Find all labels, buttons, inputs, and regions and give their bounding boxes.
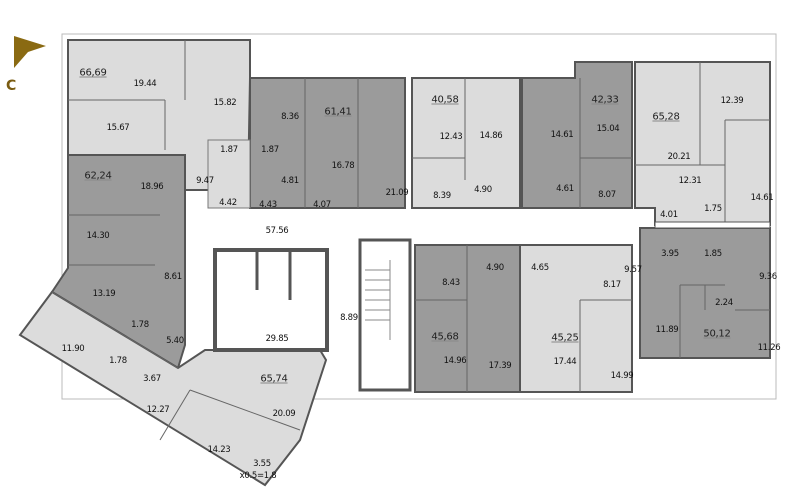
room-area: 19.44 xyxy=(133,79,157,89)
bath-light-66-69 xyxy=(207,139,251,209)
room-area: 14.86 xyxy=(479,131,503,141)
room-area: 11.90 xyxy=(61,344,85,354)
room-area: 14.61 xyxy=(550,130,574,140)
room-area: 8.36 xyxy=(281,112,299,122)
apartment-total-area: 61,41 xyxy=(324,106,352,118)
room-area: 15.67 xyxy=(106,123,130,133)
room-area: 3.95 xyxy=(661,249,679,259)
apartment-total-area: 50,12 xyxy=(703,328,731,340)
room-area: 15.04 xyxy=(596,124,620,134)
apartment-total-area: 66,69 xyxy=(79,67,107,79)
room-area: 14.23 xyxy=(207,445,231,455)
storage-partitions xyxy=(255,252,292,300)
room-area: 5.40 xyxy=(166,336,184,346)
room-area: 4.01 xyxy=(660,210,678,220)
apartment-total-area: 40,58 xyxy=(431,94,459,106)
apartment-40-58[interactable] xyxy=(411,77,521,209)
room-area: 13.19 xyxy=(92,289,116,299)
room-area: 12.39 xyxy=(720,96,744,106)
room-area: 1.85 xyxy=(704,249,722,259)
room-area: 9.57 xyxy=(624,265,642,275)
room-area: 8.07 xyxy=(598,190,616,200)
room-area: 14.99 xyxy=(610,371,634,381)
apartment-total-area: 65,28 xyxy=(652,111,680,123)
room-area: 18.96 xyxy=(140,182,164,192)
room-area: 15.82 xyxy=(213,98,237,108)
compass-north-label: С xyxy=(6,78,17,94)
room-area: 14.96 xyxy=(443,356,467,366)
room-area: 20.09 xyxy=(272,409,296,419)
apartment-total-area: 45,25 xyxy=(551,332,579,344)
room-area: 8.61 xyxy=(164,272,182,282)
room-area: 21.09 xyxy=(385,188,409,198)
apartment-total-area: 45,68 xyxy=(431,331,459,343)
room-area: 16.78 xyxy=(331,161,355,171)
room-area: 11.26 xyxy=(757,343,781,353)
apartment-total-area: 65,74 xyxy=(260,373,288,385)
stair-steps xyxy=(365,260,391,340)
balcony-coefficient: x0.5=1.8 xyxy=(239,471,277,481)
storage-area: 29.85 xyxy=(265,334,289,344)
room-area: 8.39 xyxy=(433,191,451,201)
room-area: 3.67 xyxy=(143,374,161,384)
room-area: 9.47 xyxy=(196,176,214,186)
separator-wall xyxy=(654,221,771,229)
room-area: 12.27 xyxy=(146,405,170,415)
room-area: 4.81 xyxy=(281,176,299,186)
room-area: 17.44 xyxy=(553,357,577,367)
room-area: 11.89 xyxy=(655,325,679,335)
room-area: 4.65 xyxy=(531,263,549,273)
room-area: 12.43 xyxy=(439,132,463,142)
apartment-total-area: 62,24 xyxy=(84,170,112,182)
apartment-total-area: 42,33 xyxy=(591,94,619,106)
room-area: 20.21 xyxy=(667,152,691,162)
room-area: 4.07 xyxy=(313,200,331,210)
room-area: 14.61 xyxy=(750,193,774,203)
stairwell xyxy=(358,238,412,392)
room-area: 8.43 xyxy=(442,278,460,288)
room-area: 14.30 xyxy=(86,231,110,241)
storage-block xyxy=(213,248,329,352)
apartment-61-41[interactable] xyxy=(249,77,406,209)
room-area: 4.90 xyxy=(486,263,504,273)
balcony-area: 3.55 xyxy=(253,459,271,469)
apartment-45-25[interactable] xyxy=(519,244,633,393)
room-area: 1.78 xyxy=(131,320,149,330)
room-area: 2.24 xyxy=(715,298,733,308)
compass-arrow-icon xyxy=(14,36,46,68)
room-area: 8.17 xyxy=(603,280,621,290)
room-area: 4.43 xyxy=(259,200,277,210)
room-area: 1.75 xyxy=(704,204,722,214)
room-area: 9.36 xyxy=(759,272,777,282)
room-area: 1.87 xyxy=(220,145,238,155)
corridor-area: 57.56 xyxy=(265,226,289,236)
stair-hall-area: 8.89 xyxy=(340,313,358,323)
room-area: 4.61 xyxy=(556,184,574,194)
room-area: 1.87 xyxy=(261,145,279,155)
room-area: 17.39 xyxy=(488,361,512,371)
internal-walls xyxy=(51,40,770,441)
apartment-42-33[interactable] xyxy=(521,61,633,209)
room-area: 1.78 xyxy=(109,356,127,366)
building-outline xyxy=(61,33,777,400)
room-area: 4.90 xyxy=(474,185,492,195)
room-area: 4.42 xyxy=(219,198,237,208)
room-area: 12.31 xyxy=(678,176,702,186)
